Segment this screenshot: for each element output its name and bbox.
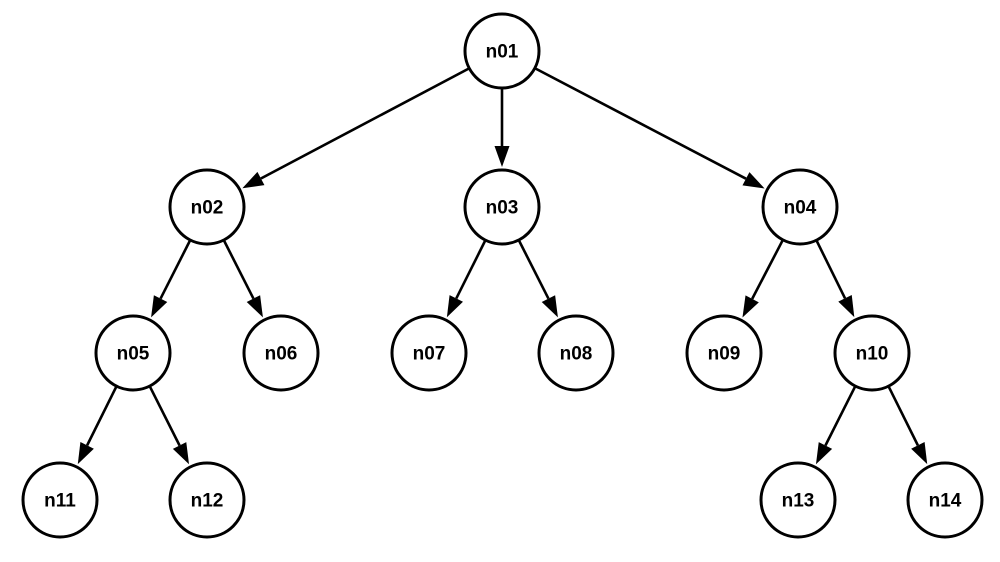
node-n09[interactable]: n09 xyxy=(685,314,763,392)
edge-n02-to-n05 xyxy=(159,240,191,300)
node-n08[interactable]: n08 xyxy=(537,314,615,392)
node-n03[interactable]: n03 xyxy=(463,168,541,246)
node-circle-n08[interactable] xyxy=(537,314,615,392)
node-circle-n10[interactable] xyxy=(833,314,911,392)
node-n13[interactable]: n13 xyxy=(759,461,837,539)
arrowhead-n01-to-n04 xyxy=(742,172,765,189)
node-n06[interactable]: n06 xyxy=(242,314,320,392)
node-n01[interactable]: n01 xyxy=(463,12,541,90)
edge-n05-to-n11 xyxy=(85,386,118,446)
node-n07[interactable]: n07 xyxy=(390,314,468,392)
arrowhead-n05-to-n12 xyxy=(172,442,190,465)
node-circle-n04[interactable] xyxy=(761,168,839,246)
edge-n01-to-n04 xyxy=(535,67,747,180)
node-circle-n06[interactable] xyxy=(242,314,320,392)
node-circle-n12[interactable] xyxy=(168,461,246,539)
node-n05[interactable]: n05 xyxy=(94,314,172,392)
edge-n03-to-n07 xyxy=(455,240,487,300)
arrowhead-n03-to-n08 xyxy=(541,295,558,318)
node-n11[interactable]: n11 xyxy=(21,461,99,539)
arrowhead-n04-to-n10 xyxy=(838,294,855,318)
node-n02[interactable]: n02 xyxy=(168,168,246,246)
node-circle-n03[interactable] xyxy=(463,168,541,246)
edge-layer xyxy=(77,67,928,465)
arrowhead-n03-to-n07 xyxy=(446,295,463,318)
arrowhead-n02-to-n05 xyxy=(151,295,168,318)
node-circle-n01[interactable] xyxy=(463,12,541,90)
edge-n02-to-n06 xyxy=(223,240,255,300)
node-circle-n09[interactable] xyxy=(685,314,763,392)
node-circle-n11[interactable] xyxy=(21,461,99,539)
arrowhead-n05-to-n11 xyxy=(77,442,94,465)
arrowhead-n01-to-n02 xyxy=(242,171,265,189)
arrowhead-n10-to-n13 xyxy=(815,442,833,465)
node-n10[interactable]: n10 xyxy=(833,314,911,392)
node-n14[interactable]: n14 xyxy=(906,461,984,539)
edge-n10-to-n13 xyxy=(824,386,857,447)
edge-n10-to-n14 xyxy=(887,386,920,446)
arrowhead-n10-to-n14 xyxy=(911,442,928,465)
arrowhead-n01-to-n03 xyxy=(494,146,510,167)
edge-n05-to-n12 xyxy=(148,386,181,447)
arrowhead-n04-to-n09 xyxy=(742,295,759,318)
edge-n04-to-n10 xyxy=(815,240,847,299)
node-circle-n13[interactable] xyxy=(759,461,837,539)
edge-n04-to-n09 xyxy=(751,240,784,300)
node-circle-n07[interactable] xyxy=(390,314,468,392)
edge-n03-to-n08 xyxy=(518,240,550,300)
node-n04[interactable]: n04 xyxy=(761,168,839,246)
arrowhead-n02-to-n06 xyxy=(246,295,263,318)
node-circle-n02[interactable] xyxy=(168,168,246,246)
node-n12[interactable]: n12 xyxy=(168,461,246,539)
node-circle-n05[interactable] xyxy=(94,314,172,392)
node-circle-n14[interactable] xyxy=(906,461,984,539)
edge-n01-to-n02 xyxy=(260,67,470,180)
